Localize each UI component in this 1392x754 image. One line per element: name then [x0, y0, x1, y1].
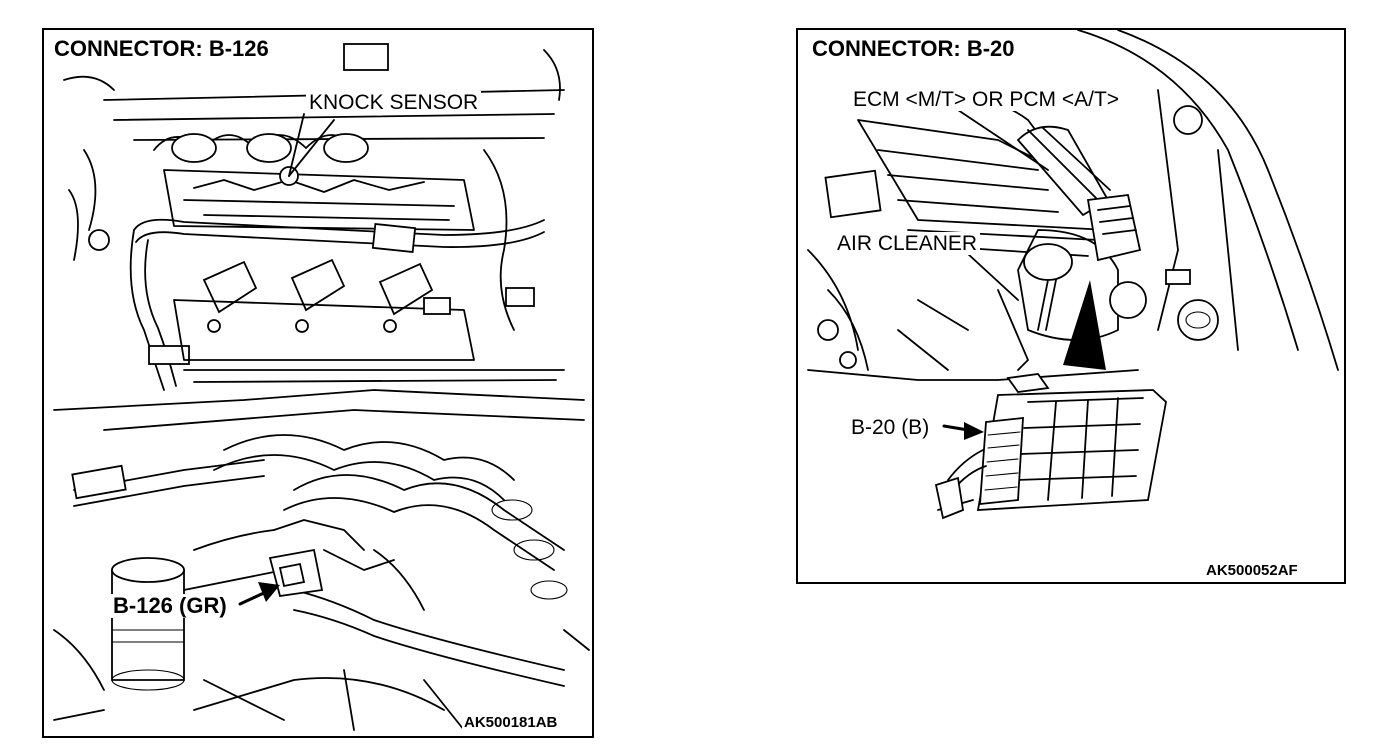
ecm-pcm-label: ECM <M/T> OR PCM <A/T>: [850, 88, 1123, 111]
knock-sensor-leader: [288, 113, 305, 177]
connector-pointer-arrow: [238, 582, 280, 606]
ecm-leader: [957, 109, 1049, 171]
engine-top-view-drawing: [63, 43, 565, 391]
panel-title: CONNECTOR: B-126: [50, 36, 273, 62]
air-cleaner-label: AIR CLEANER: [834, 232, 981, 255]
figure-code: AK500181AB: [462, 714, 560, 731]
panel-title: CONNECTOR: B-20: [808, 36, 1019, 62]
air-cleaner-leader: [967, 253, 1019, 301]
connector-b20-label: B-20 (B): [848, 416, 933, 439]
engine-illustration-b20: [807, 30, 1339, 520]
engine-lower-view-drawing: [53, 389, 590, 731]
connector-b126-label: B-126 (GR): [110, 594, 230, 618]
figure-code: AK500052AF: [1204, 562, 1300, 579]
knock-sensor-label: KNOCK SENSOR: [306, 91, 482, 114]
engine-bay-drawing: [807, 30, 1339, 381]
location-pointer: [1063, 280, 1106, 370]
ecu-module-drawing: [934, 373, 1167, 520]
diagram-panel-b20: CONNECTOR: B-20 ECM <M/T> OR PCM <A/T> A…: [796, 28, 1346, 584]
connector-pointer-arrow: [942, 422, 984, 440]
engine-illustration-b126: [53, 43, 590, 731]
diagram-panel-b126: CONNECTOR: B-126 KNOCK SENSOR B-126 (GR)…: [42, 28, 594, 738]
